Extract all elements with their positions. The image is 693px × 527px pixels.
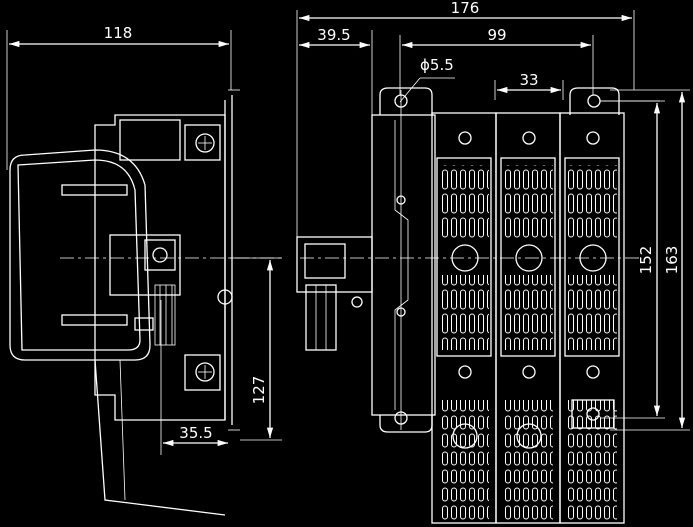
dim-base-offset: 35.5	[179, 424, 212, 442]
dim-side-depth: 118	[104, 24, 133, 42]
pole-1	[431, 112, 497, 524]
front-view	[296, 10, 690, 524]
dim-pole-span: 99	[487, 26, 506, 44]
dim-overall-width: 176	[451, 0, 480, 17]
pole-3	[559, 112, 625, 524]
dimension-labels: 118 176 39.5 99 ϕ5.5 33 152 163 127 35.5	[104, 0, 681, 442]
dim-pole-pitch: 33	[519, 71, 538, 89]
dim-mount-offset: 39.5	[317, 26, 350, 44]
side-view	[6, 30, 285, 516]
pole-2	[495, 112, 561, 524]
dim-body-height: 152	[637, 246, 655, 275]
dim-base-height: 127	[250, 376, 268, 405]
dim-overall-height: 163	[663, 246, 681, 275]
dim-hole-dia: ϕ5.5	[420, 56, 454, 74]
